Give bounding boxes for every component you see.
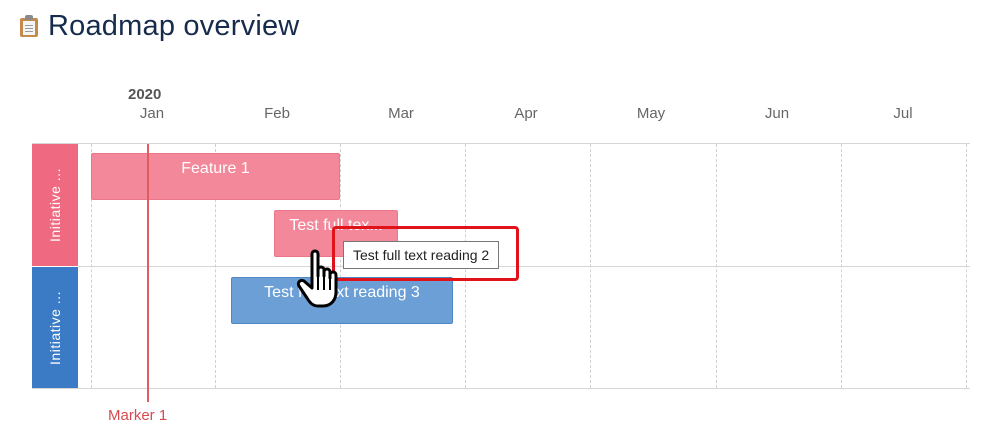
initiative-label: Initiative ... [47,168,63,242]
page-header: Roadmap overview [20,8,299,44]
initiative-label: Initiative ... [47,290,63,365]
month-gridline [590,144,591,388]
month-gridline [91,144,92,388]
month-gridline [716,144,717,388]
month-label: May [636,105,666,122]
month-gridline [215,144,216,388]
feature-bar[interactable]: Test full text reading 3 [231,277,453,324]
tooltip-highlight [332,226,519,281]
page-title: Roadmap overview [48,9,300,42]
month-gridline [966,144,967,388]
hand-pointer-icon [296,249,338,308]
initiative-lane[interactable]: Initiative ... [32,267,78,388]
initiative-lane[interactable]: Initiative ... [32,144,78,266]
feature-bar[interactable]: Feature 1 [91,153,340,200]
month-label: Jul [893,105,913,122]
month-label: Apr [514,105,538,122]
month-gridline [340,144,341,388]
grid-line [32,388,970,389]
month-label: Mar [388,105,414,122]
timeline-marker[interactable] [147,144,149,402]
month-label: Jan [139,105,165,122]
lane-divider [78,266,970,267]
month-label: Feb [264,105,290,122]
grid-line [32,143,970,144]
timeline-year: 2020 [128,86,162,103]
month-label: Jun [764,105,790,122]
feature-tooltip: Test full text reading 2 [343,241,500,269]
month-gridline [841,144,842,388]
clipboard-icon [20,15,38,37]
marker-label: Marker 1 [108,407,168,424]
